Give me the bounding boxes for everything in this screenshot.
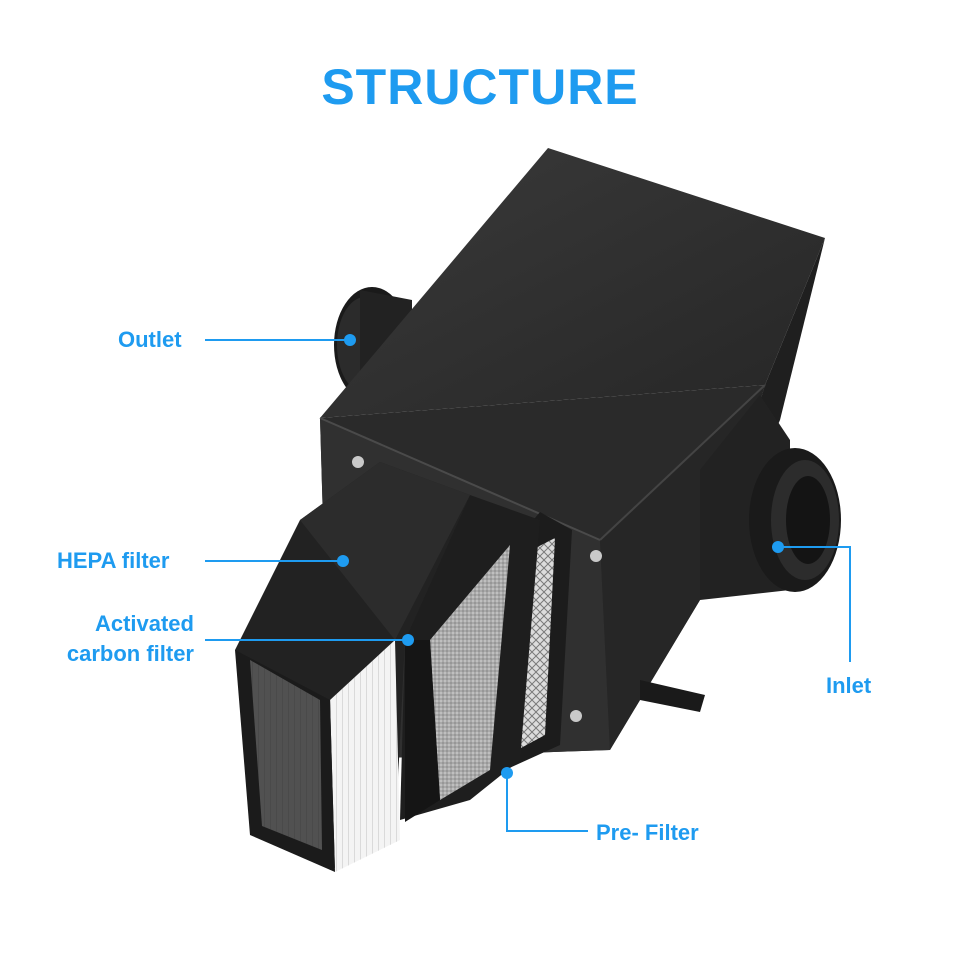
inlet-dot — [772, 541, 784, 553]
hepa-dot — [337, 555, 349, 567]
carbon-dot — [402, 634, 414, 646]
pre-filter-leader-line — [506, 773, 588, 832]
hepa-filter-cartridge — [235, 462, 470, 872]
pre-filter-dot — [501, 767, 513, 779]
label-hepa-filter: HEPA filter — [57, 548, 170, 573]
label-inlet: Inlet — [826, 673, 872, 698]
label-activated-carbon-filter: Activated carbon filter — [40, 609, 194, 669]
inlet-leader-line — [778, 546, 851, 662]
label-outlet: Outlet — [118, 327, 182, 352]
outlet-dot — [344, 334, 356, 346]
callout-lines — [205, 334, 851, 832]
label-carbon-line2: carbon filter — [66, 641, 194, 666]
carbon-filter-cartridge — [400, 495, 540, 822]
inlet-collar — [700, 395, 841, 600]
page-title: STRUCTURE — [321, 59, 639, 115]
label-pre-filter: Pre- Filter — [596, 820, 699, 845]
label-carbon-line1: Activated — [94, 611, 194, 636]
